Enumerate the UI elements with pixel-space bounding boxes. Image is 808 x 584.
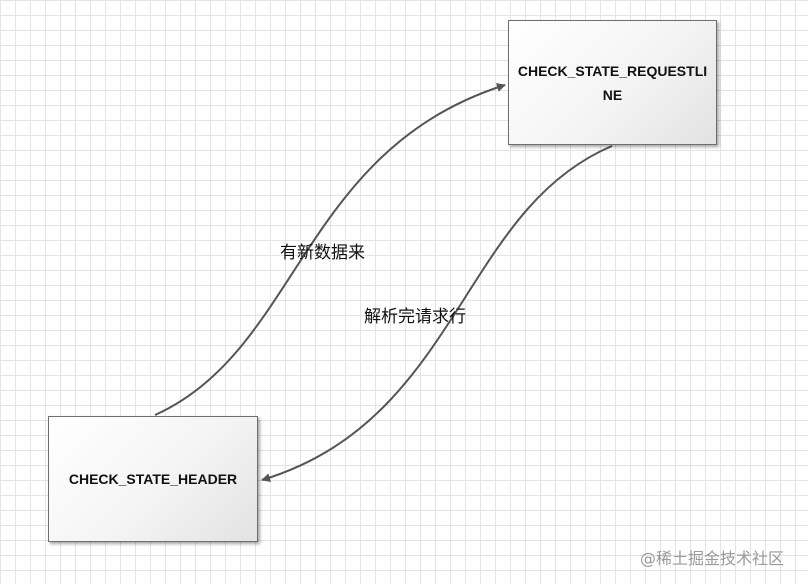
state-node-header-label: CHECK_STATE_HEADER <box>68 471 238 487</box>
state-node-request-line: CHECK_STATE_REQUESTLINE <box>508 20 717 145</box>
edge-label-new-data: 有新数据来 <box>280 243 365 263</box>
edge-request-line-to-header <box>261 145 613 482</box>
edge-header-to-request-line <box>154 83 506 416</box>
edge-label-request-line-parsed: 解析完请求行 <box>364 307 466 327</box>
state-node-request-line-label: CHECK_STATE_REQUESTLINE <box>517 62 708 103</box>
watermark-text: @稀土掘金技术社区 <box>640 549 785 568</box>
state-node-header: CHECK_STATE_HEADER <box>48 416 258 542</box>
